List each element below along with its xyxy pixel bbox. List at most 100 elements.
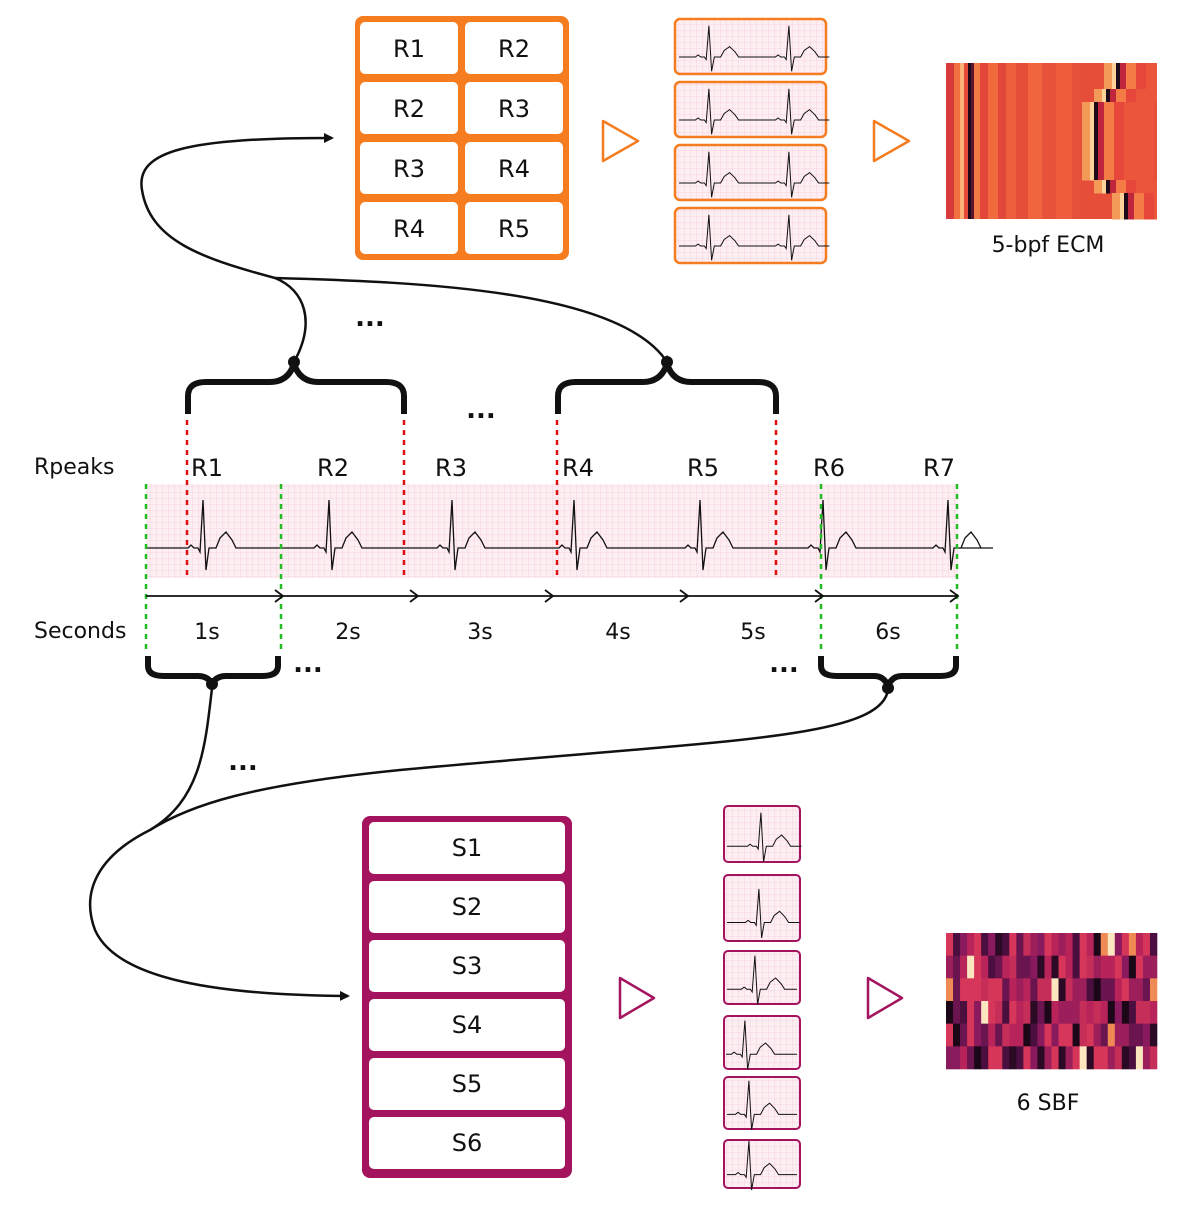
ecm-stripe bbox=[1094, 128, 1098, 142]
play-arrow-icon bbox=[872, 119, 911, 163]
ecm-stripe bbox=[1126, 180, 1136, 194]
r-cell bbox=[360, 142, 458, 194]
sbf-cell bbox=[1016, 1023, 1024, 1047]
r-cell bbox=[465, 82, 563, 134]
ecm-stripe bbox=[1126, 63, 1136, 77]
ecm-stripe bbox=[1128, 206, 1134, 220]
sbf-cell bbox=[1114, 1023, 1123, 1047]
sbf-cell bbox=[1128, 1001, 1137, 1024]
sbf-cell bbox=[974, 1046, 982, 1070]
sbf-cell bbox=[1009, 1023, 1017, 1047]
sbf-cell bbox=[1030, 978, 1038, 1002]
second-label: 1s bbox=[194, 620, 219, 645]
sbf-cell bbox=[960, 1001, 968, 1024]
ecm-stripe bbox=[1144, 193, 1154, 207]
sbf-cell bbox=[1072, 1046, 1080, 1070]
sbf-cell bbox=[1051, 1046, 1059, 1070]
ecm-stripe bbox=[1154, 193, 1157, 207]
sbf-cell bbox=[1128, 933, 1137, 956]
segment-thumbnail bbox=[723, 1076, 801, 1130]
seconds-axis-ticks bbox=[274, 589, 960, 603]
sbf-cell bbox=[1016, 978, 1024, 1002]
connector-to-r-grid bbox=[140, 133, 334, 363]
ecm-stripe bbox=[1090, 115, 1094, 129]
r-cell-label: R5 bbox=[498, 215, 530, 243]
sbf-cell bbox=[960, 955, 968, 979]
ecm-caption: 5-bpf ECM bbox=[992, 233, 1105, 258]
sbf-cell bbox=[981, 933, 989, 956]
ecm-stripe bbox=[1090, 167, 1094, 181]
sbf-cell bbox=[1044, 1001, 1052, 1024]
second-label: 3s bbox=[467, 620, 492, 645]
ecm-stripe bbox=[1094, 167, 1098, 181]
thumbnail-trace bbox=[727, 1080, 797, 1130]
ecm-stripe bbox=[1104, 154, 1114, 168]
s-cell bbox=[369, 881, 565, 933]
sbf-cell bbox=[1023, 955, 1031, 979]
sbf-cell bbox=[988, 933, 996, 956]
axis-arrow-icon bbox=[274, 589, 285, 603]
ecm-stripe bbox=[1120, 193, 1124, 207]
segment-thumbnail bbox=[723, 1139, 801, 1191]
ecm-stripe bbox=[1112, 206, 1120, 220]
sbf-cell bbox=[953, 978, 961, 1002]
second-boundaries bbox=[144, 484, 959, 650]
ecm-stripe bbox=[980, 63, 988, 219]
segment-thumbnail bbox=[723, 950, 801, 1005]
rpeak-label: R2 bbox=[317, 454, 349, 482]
segment-thumbnail bbox=[723, 805, 802, 863]
ecm-stripe bbox=[1134, 206, 1144, 220]
sbf-cell bbox=[946, 1023, 954, 1047]
r-pair-row: R1 R2 bbox=[360, 22, 563, 74]
thumbnail-trace bbox=[726, 1020, 797, 1070]
sbf-cell bbox=[1044, 1023, 1052, 1047]
thumbnail-frame bbox=[723, 950, 801, 1005]
sbf-cell bbox=[1023, 1001, 1031, 1024]
ecm-stripe bbox=[1136, 89, 1157, 103]
ecm-stripe bbox=[1104, 76, 1112, 90]
sbf-cell bbox=[1023, 933, 1031, 956]
play-arrow-icon bbox=[618, 976, 656, 1020]
segment-thumbnail bbox=[723, 1015, 801, 1070]
ecm-stripe bbox=[1124, 206, 1128, 220]
sbf-cell bbox=[1100, 1046, 1109, 1070]
s-cell-label: S3 bbox=[452, 952, 483, 980]
r-cell bbox=[465, 142, 563, 194]
connector-from-6s bbox=[149, 689, 890, 832]
sbf-cell bbox=[1002, 1023, 1010, 1047]
ecm-stripe bbox=[964, 63, 968, 219]
thumbnail-trace bbox=[727, 1140, 797, 1191]
sbf-cell bbox=[1044, 955, 1052, 979]
ecm-stripe bbox=[1116, 180, 1126, 194]
sbf-cell bbox=[1121, 1046, 1130, 1070]
ecm-stripe bbox=[1124, 141, 1154, 155]
r-pair-row: R2 R3 bbox=[360, 82, 563, 134]
ecm-stripe bbox=[1128, 193, 1134, 207]
sbf-cell bbox=[1100, 933, 1109, 956]
ecm-stripe bbox=[1102, 89, 1106, 103]
sbf-cell bbox=[1072, 1001, 1080, 1024]
s-cell bbox=[369, 1117, 565, 1169]
sbf-cell bbox=[960, 1046, 968, 1070]
sbf-cell bbox=[953, 933, 961, 956]
ecm-stripe bbox=[1144, 206, 1154, 220]
sbf-cell bbox=[1149, 978, 1158, 1002]
sbf-cell bbox=[1135, 1046, 1144, 1070]
beat-pair-thumbnail bbox=[673, 17, 830, 76]
ecm-stripe bbox=[1104, 63, 1112, 77]
sbf-cell bbox=[967, 1046, 975, 1070]
ecm-stripe bbox=[1114, 141, 1124, 155]
ecm-stripe bbox=[1114, 167, 1124, 181]
ecm-stripe bbox=[1090, 102, 1094, 116]
axis-arrow-icon bbox=[949, 589, 960, 603]
ecm-stripe bbox=[1082, 167, 1090, 181]
sbf-cell bbox=[953, 1023, 961, 1047]
sbf-cell bbox=[953, 1001, 961, 1024]
ecm-stripe bbox=[1056, 63, 1072, 219]
ecm-heatmap-stripes bbox=[946, 63, 1157, 220]
sbf-cell bbox=[1107, 1046, 1116, 1070]
ecm-stripe bbox=[1098, 141, 1104, 155]
sbf-cell bbox=[1079, 955, 1087, 979]
sbf-cell bbox=[1079, 978, 1087, 1002]
